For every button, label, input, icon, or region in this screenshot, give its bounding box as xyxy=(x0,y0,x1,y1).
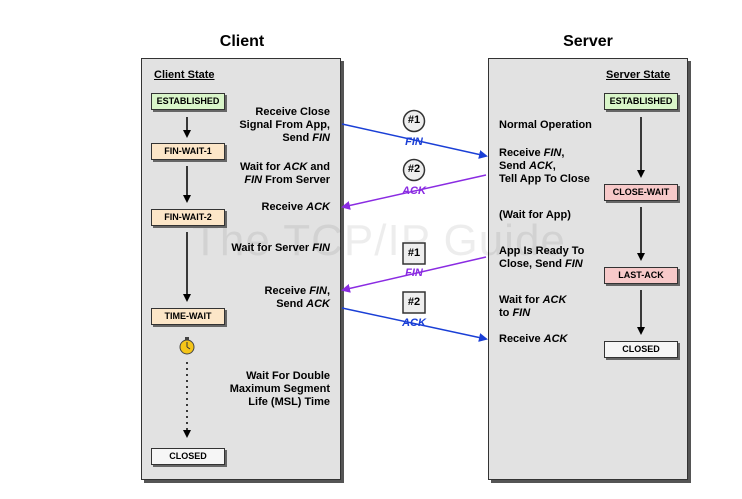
message-arrow-fin-1 xyxy=(341,123,488,159)
server-label-app-ready: App Is Ready To Close, Send FIN xyxy=(499,245,585,270)
server-title: Server xyxy=(563,33,613,50)
message-tag-4: ACK xyxy=(402,317,426,329)
timer-icon xyxy=(179,337,195,355)
server-label-wait-ack-fin: Wait for ACK to FIN xyxy=(499,294,567,319)
server-state-established: ESTABLISHED xyxy=(604,93,678,110)
server-label-receive-fin-send-ack: Receive FIN, Send ACK, Tell App To Close xyxy=(499,147,590,185)
client-label-receive-ack: Receive ACK xyxy=(261,201,331,213)
message-tag-3: FIN xyxy=(405,267,423,279)
server-state-header: Server State xyxy=(606,69,671,81)
message-arrow-fin-3 xyxy=(341,256,487,293)
message-tag-1: FIN xyxy=(405,136,423,148)
client-state-fin-wait-1: FIN-WAIT-1 xyxy=(151,143,225,160)
client-label-receive-fin-send-ack: Receive FIN, Send ACK xyxy=(264,285,330,310)
message-badge-3: #1 xyxy=(407,247,421,259)
badge-square-4 xyxy=(402,291,426,314)
client-label-wait-double-msl: Wait For Double Maximum Segment Life (MS… xyxy=(229,370,330,408)
badge-circle-1 xyxy=(402,109,426,133)
server-state-closed: CLOSED xyxy=(604,341,678,358)
watermark: The TCP/IP Guide xyxy=(192,216,566,265)
client-state-established: ESTABLISHED xyxy=(151,93,225,110)
server-label-receive-ack: Receive ACK xyxy=(499,333,568,345)
client-label-receive-close: Receive Close Signal From App, Send FIN xyxy=(239,106,330,144)
message-arrow-ack-4 xyxy=(341,307,488,342)
message-tag-2: ACK xyxy=(402,185,426,197)
client-state-time-wait: TIME-WAIT xyxy=(151,308,225,325)
server-state-close-wait: CLOSE-WAIT xyxy=(604,184,678,201)
client-label-wait-server-fin: Wait for Server FIN xyxy=(231,242,330,254)
badge-square-3 xyxy=(402,242,426,265)
client-panel xyxy=(141,58,341,480)
client-state-header: Client State xyxy=(154,69,215,81)
badge-circle-2 xyxy=(402,158,426,182)
client-state-closed: CLOSED xyxy=(151,448,225,465)
message-badge-1: #1 xyxy=(407,114,421,126)
message-badge-2: #2 xyxy=(407,163,421,175)
client-label-wait-ack-fin: Wait for ACK and FIN From Server xyxy=(239,161,330,186)
client-state-fin-wait-2: FIN-WAIT-2 xyxy=(151,209,225,226)
message-badge-4: #2 xyxy=(407,296,421,308)
server-state-last-ack: LAST-ACK xyxy=(604,267,678,284)
message-arrow-ack-2 xyxy=(341,174,487,210)
server-label-normal-operation: Normal Operation xyxy=(499,119,592,131)
server-label-wait-for-app: (Wait for App) xyxy=(499,209,571,221)
client-title: Client xyxy=(219,33,265,50)
